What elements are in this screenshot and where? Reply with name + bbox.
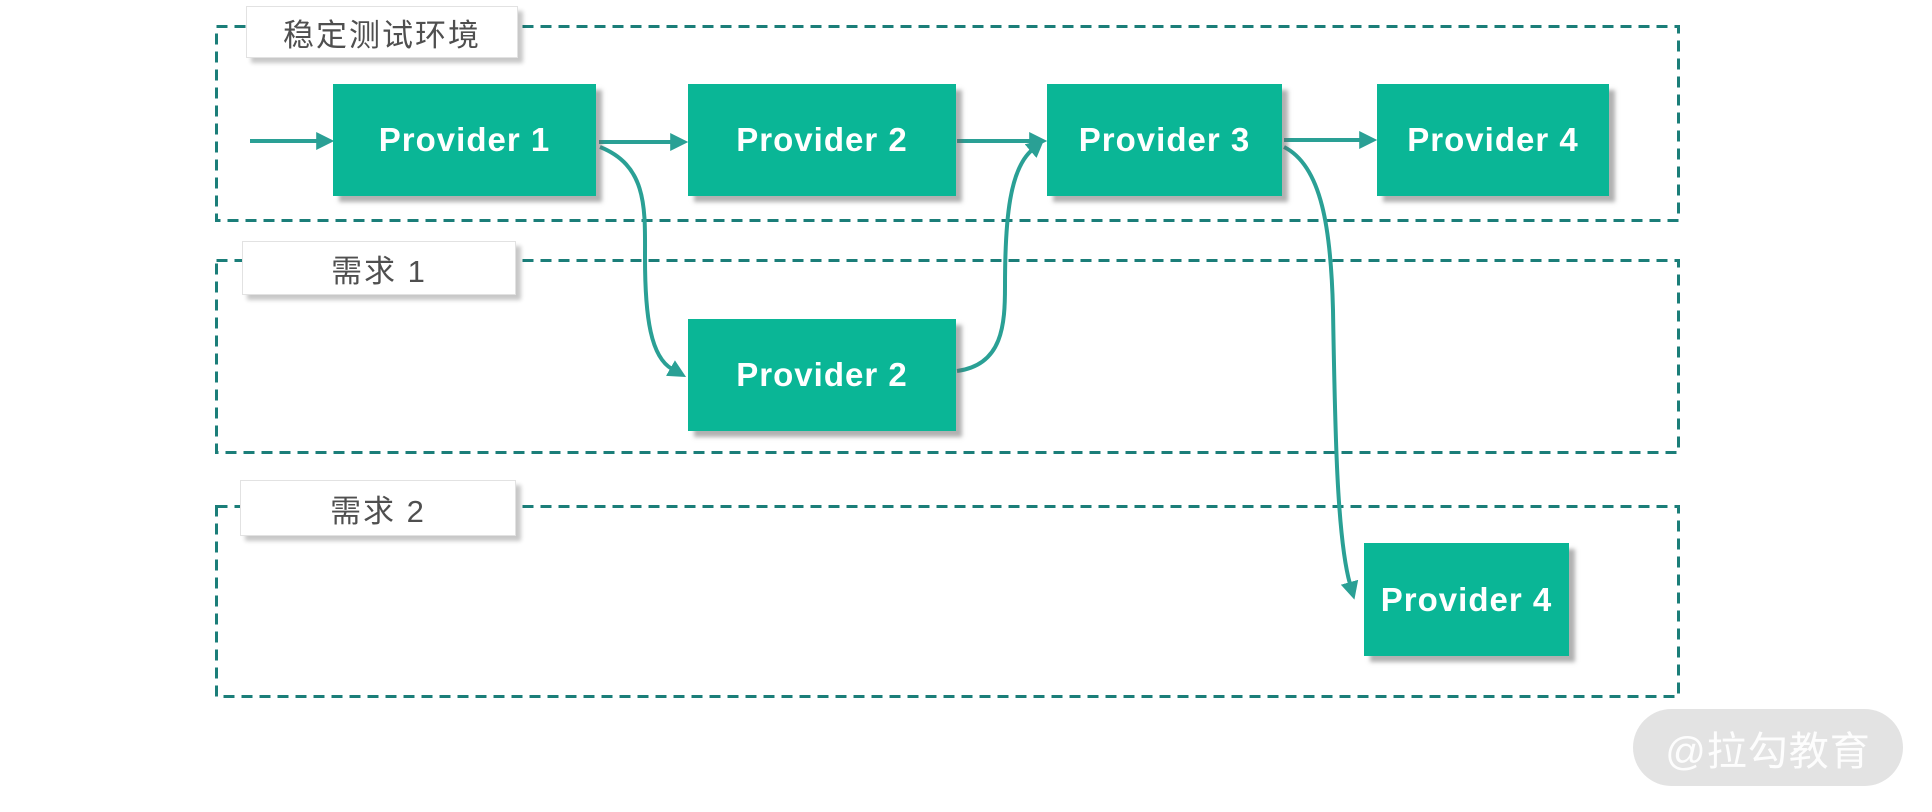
node-provider-2-label: Provider 2 <box>736 121 908 158</box>
node-provider-4-req2-label: Provider 4 <box>1380 580 1553 618</box>
node-provider-4-label: Provider 4 <box>1407 121 1579 158</box>
region-label-req1-text: 需求 1 <box>331 253 427 289</box>
node-provider-3-label: Provider 3 <box>1078 121 1251 158</box>
region-label-req2: 需求 2 <box>240 480 516 536</box>
region-label-stable-text: 稳定测试环境 <box>283 17 481 53</box>
region-label-stable: 稳定测试环境 <box>246 6 518 58</box>
node-provider-2-req1: Provider 2 <box>688 319 956 431</box>
node-provider-1: Provider 1 <box>333 84 596 196</box>
region-label-req2-text: 需求 2 <box>330 493 426 529</box>
node-provider-4: Provider 4 <box>1377 84 1609 196</box>
watermark-badge: @拉勾教育 <box>1633 709 1903 786</box>
edge-provider1-to-provider2-req1 <box>599 145 687 378</box>
region-label-req1: 需求 1 <box>242 241 516 295</box>
edge-provider2-req1-to-provider3 <box>956 139 1045 373</box>
region-req1-border <box>215 259 1680 454</box>
edge-provider3-to-provider4-req2 <box>1283 145 1359 600</box>
node-provider-2: Provider 2 <box>688 84 956 196</box>
watermark-text: @拉勾教育 <box>1665 729 1871 774</box>
node-provider-3: Provider 3 <box>1047 84 1282 196</box>
node-provider-1-label: Provider 1 <box>378 121 551 158</box>
node-provider-4-req2: Provider 4 <box>1364 543 1569 656</box>
node-provider-2-req1-label: Provider 2 <box>736 356 908 393</box>
region-req2-border <box>215 505 1680 698</box>
region-stable-border <box>215 25 1680 222</box>
